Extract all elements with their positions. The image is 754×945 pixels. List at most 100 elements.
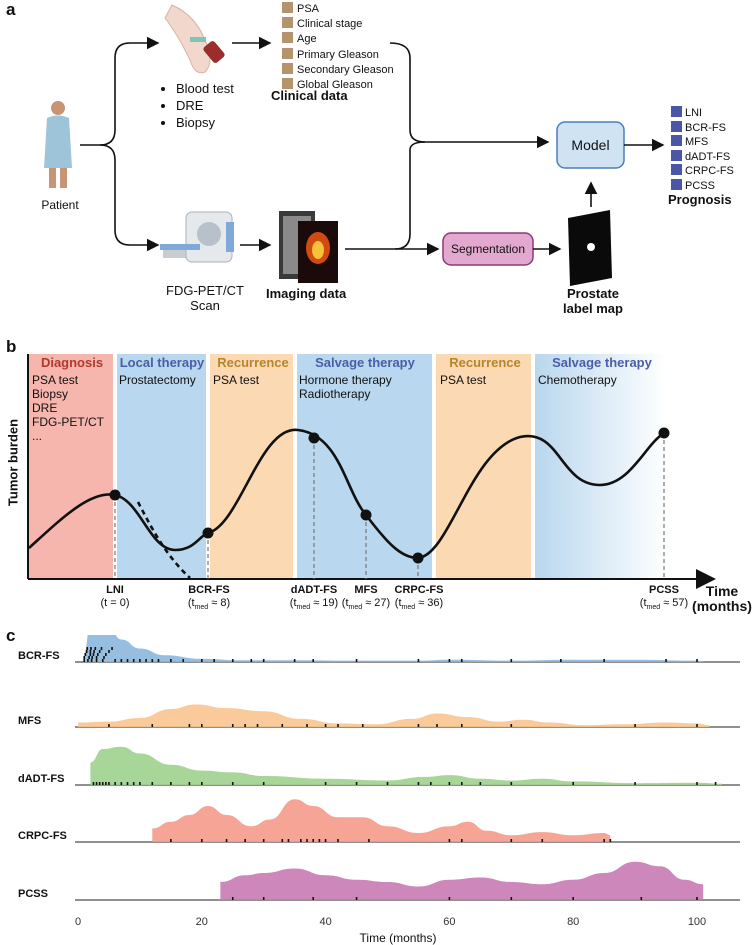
series-label: PCSS <box>18 888 48 900</box>
event-tick <box>90 659 93 662</box>
clinical-square-icon <box>282 32 293 44</box>
prognosis-item: MFS <box>671 135 734 150</box>
x-tick-label: 20 <box>196 916 208 928</box>
event-tick <box>139 782 141 785</box>
clinical-square-icon <box>282 17 293 29</box>
event-tick <box>151 782 154 785</box>
event-tick <box>355 782 358 785</box>
event-tick <box>460 839 463 842</box>
event-tick <box>714 782 717 785</box>
event-tick <box>111 647 113 650</box>
event-tick <box>479 782 482 785</box>
x-tick-label: 100 <box>688 916 706 928</box>
event-tick <box>120 659 123 662</box>
event-tick <box>572 782 574 785</box>
prognosis-square-icon <box>671 120 682 132</box>
clinical-data-label: Clinical data <box>271 88 348 103</box>
phase-recurrence-bg <box>210 354 293 578</box>
event-tick <box>89 650 92 653</box>
event-tick <box>361 724 364 727</box>
event-tick <box>460 659 463 662</box>
patient-icon <box>44 101 72 188</box>
event-tick <box>430 782 432 785</box>
event-tick <box>231 659 234 662</box>
event-tick <box>510 839 513 842</box>
phase-item: DRE <box>32 401 58 415</box>
event-dot-pcss <box>658 427 670 439</box>
prostate-label-map-icon <box>568 210 612 286</box>
event-tick <box>231 724 234 727</box>
event-tick <box>417 782 420 785</box>
x-axis-label: Time (months) <box>692 583 752 614</box>
ridge-bcr-fs: BCR-FS <box>18 635 740 663</box>
event-tick <box>510 724 513 727</box>
event-tick <box>460 782 463 785</box>
event-tick <box>182 659 185 662</box>
label-map-label: Prostate label map <box>563 286 623 316</box>
event-tick <box>306 839 308 842</box>
event-tick <box>324 724 327 727</box>
event-tick <box>560 659 562 662</box>
event-tick <box>100 647 103 650</box>
test-list: Blood test DRE Biopsy <box>158 80 234 131</box>
panel-a-letter: a <box>6 0 16 19</box>
clinical-variable-list: PSA Clinical stage Age Primary Gleason S… <box>282 2 394 93</box>
x-tick-label: 60 <box>443 916 455 928</box>
phase-title: Salvage therapy <box>552 355 652 370</box>
phase-item: PSA test <box>32 373 79 387</box>
event-tick <box>201 724 203 727</box>
phase-item: PSA test <box>440 373 487 387</box>
clinical-variable: Primary Gleason <box>282 47 394 63</box>
event-tick <box>201 839 203 842</box>
event-tick <box>188 724 191 727</box>
event-tick <box>157 659 160 662</box>
prognosis-square-icon <box>671 106 682 117</box>
density-area <box>84 635 704 662</box>
ridge-pcss: PCSS <box>18 861 740 901</box>
density-area <box>220 861 704 900</box>
event-label-crpc: CRPC-FS (tmed ≈ 36) <box>394 584 444 612</box>
event-tick <box>83 656 85 659</box>
event-tick <box>287 839 290 842</box>
clinical-square-icon <box>282 78 293 90</box>
event-tick <box>436 724 438 727</box>
event-tick <box>91 656 94 659</box>
x-tick-label: 80 <box>567 916 579 928</box>
phase-local-therapy: Local therapy Prostatectomy <box>119 356 205 388</box>
phase-item: Biopsy <box>32 387 69 401</box>
event-dot-bcr <box>202 527 214 539</box>
prognosis-item: PCSS <box>671 178 734 194</box>
event-tick <box>256 724 259 727</box>
event-tick <box>94 647 97 650</box>
event-dot-mfs <box>360 509 372 521</box>
model-label: Model <box>571 137 610 153</box>
event-tick <box>225 839 228 842</box>
event-tick <box>114 782 116 785</box>
phase-diagnosis: Diagnosis PSA test Biopsy DRE FDG-PET/CT… <box>32 356 112 444</box>
event-tick <box>188 782 191 785</box>
series-label: MFS <box>18 715 41 727</box>
event-tick <box>281 839 284 842</box>
event-label-bcr: BCR-FS (tmed ≈ 8) <box>187 584 231 612</box>
density-area <box>152 799 611 842</box>
event-tick <box>603 839 605 842</box>
event-tick <box>170 782 172 785</box>
test-item: DRE <box>176 97 234 114</box>
event-tick <box>696 724 698 727</box>
event-tick <box>90 647 92 650</box>
event-tick <box>108 724 110 727</box>
event-tick <box>231 782 234 785</box>
event-tick <box>603 659 605 662</box>
event-tick <box>368 839 370 842</box>
pet-ct-scanner-icon <box>160 211 234 263</box>
event-tick <box>448 897 451 900</box>
event-tick <box>696 897 698 900</box>
event-dot-dadt <box>308 432 320 444</box>
clinical-variable: PSA <box>282 2 394 17</box>
x-tick-label: 0 <box>75 916 81 928</box>
event-tick <box>98 650 101 653</box>
event-tick <box>97 653 99 656</box>
event-tick <box>151 724 154 727</box>
prognosis-item: dADT-FS <box>671 149 734 165</box>
event-tick <box>572 897 574 900</box>
